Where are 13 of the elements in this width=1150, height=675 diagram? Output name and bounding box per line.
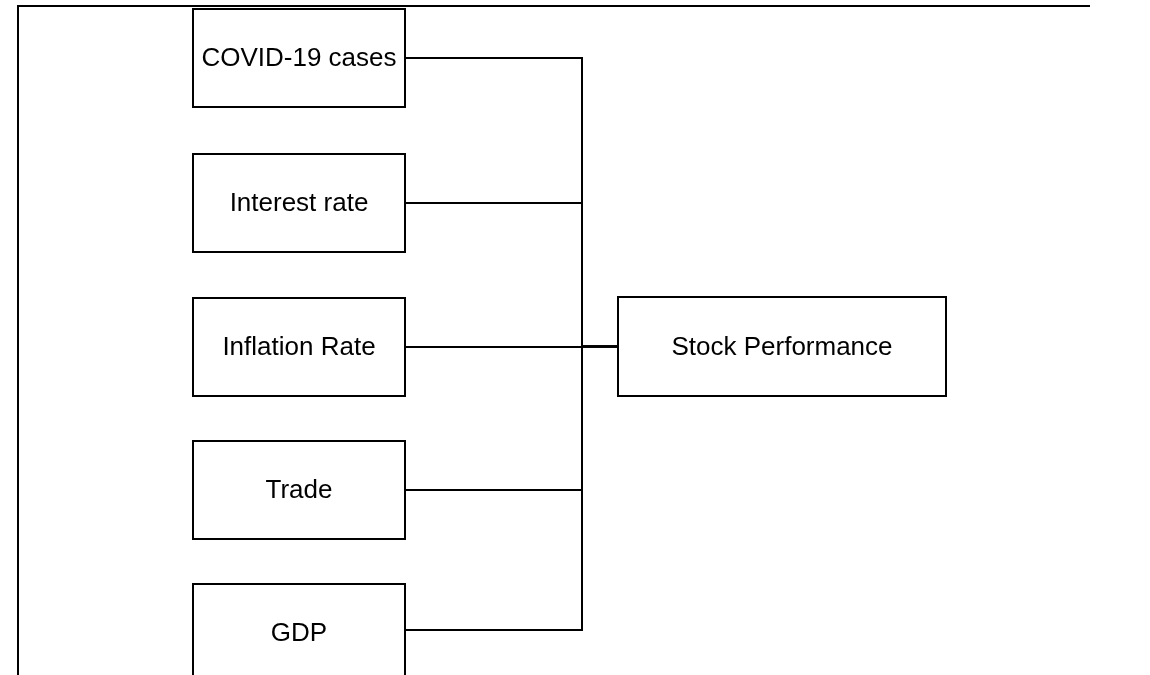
factor-box [192,153,406,253]
box-label: Interest rate [229,188,369,218]
box-label: Inflation Rate [222,332,376,362]
box-label: GDP [270,618,328,648]
factor-box [192,297,406,397]
factor-box [192,583,406,675]
factor-box [617,296,947,397]
factor-box [192,440,406,540]
box-label: Stock Performance [671,331,893,362]
box-label: Trade [265,475,333,505]
box-label: COVID-19 cases [201,43,397,73]
connector-line [405,345,618,631]
factor-box [192,8,406,108]
